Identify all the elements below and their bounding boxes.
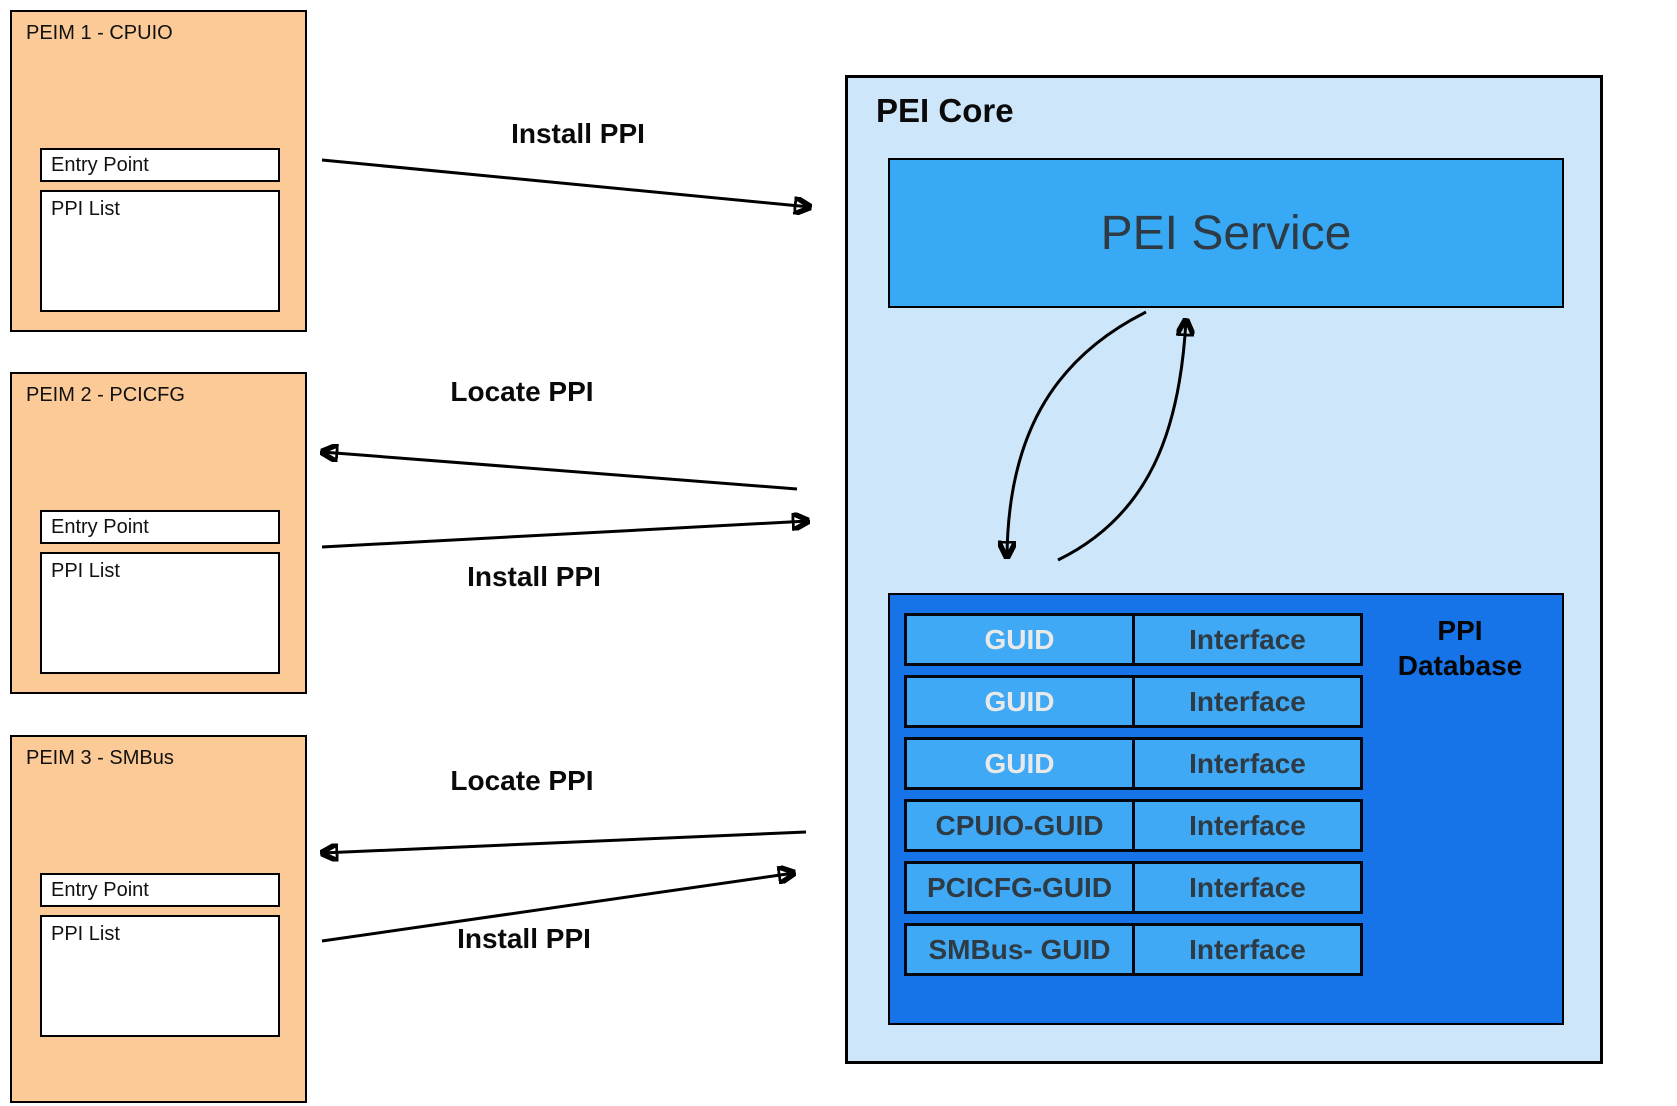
guid-cell: GUID: [904, 675, 1135, 728]
guid-cell: PCICFG-GUID: [904, 861, 1135, 914]
interface-cell: Interface: [1132, 923, 1363, 976]
pei-core-box: PEI Core PEI Service GUID Interface GUID…: [845, 75, 1603, 1064]
peim3-ppi-list: PPI List: [40, 915, 280, 1037]
peim2-locate-ppi-arrow: [322, 452, 798, 491]
peim3-install-ppi-label: Install PPI: [457, 923, 591, 954]
ppi-table-row: PCICFG-GUID Interface: [904, 861, 1366, 914]
peim3-entry-point: Entry Point: [40, 873, 280, 907]
ppi-table-row: GUID Interface: [904, 613, 1366, 666]
ppi-table-row: GUID Interface: [904, 675, 1366, 728]
guid-cell: GUID: [904, 613, 1135, 666]
peim3-locate-ppi-arrow: [322, 830, 807, 853]
interface-cell: Interface: [1132, 675, 1363, 728]
peim1-title: PEIM 1 - CPUIO: [26, 22, 173, 44]
peim3-locate-ppi-label: Locate PPI: [450, 765, 594, 796]
peim2-title: PEIM 2 - PCICFG: [26, 384, 185, 406]
ppi-database-box: GUID Interface GUID Interface GUID Inter…: [888, 593, 1564, 1025]
ppi-table: GUID Interface GUID Interface GUID Inter…: [904, 613, 1366, 976]
pei-service-box: PEI Service: [888, 158, 1564, 308]
peim2-ppi-list: PPI List: [40, 552, 280, 674]
peim2-install-ppi-arrow: [321, 521, 808, 549]
peim1-install-ppi-label: Install PPI: [511, 118, 645, 149]
peim1-install-ppi-arrow: [321, 158, 810, 207]
guid-cell: GUID: [904, 737, 1135, 790]
peim3-title: PEIM 3 - SMBus: [26, 747, 174, 769]
guid-cell: SMBus- GUID: [904, 923, 1135, 976]
peim1-box: PEIM 1 - CPUIO Entry Point PPI List: [10, 10, 307, 332]
peim2-install-ppi-label: Install PPI: [467, 561, 601, 592]
interface-cell: Interface: [1132, 737, 1363, 790]
peim2-entry-point: Entry Point: [40, 510, 280, 544]
ppi-table-row: GUID Interface: [904, 737, 1366, 790]
peim1-ppi-list: PPI List: [40, 190, 280, 312]
ppi-table-row: SMBus- GUID Interface: [904, 923, 1366, 976]
interface-cell: Interface: [1132, 861, 1363, 914]
peim2-locate-ppi-label: Locate PPI: [450, 376, 594, 407]
interface-cell: Interface: [1132, 799, 1363, 852]
pei-core-title: PEI Core: [876, 92, 1014, 129]
guid-cell: CPUIO-GUID: [904, 799, 1135, 852]
interface-cell: Interface: [1132, 613, 1363, 666]
peim3-box: PEIM 3 - SMBus Entry Point PPI List: [10, 735, 307, 1103]
ppi-database-label: PPI Database: [1397, 615, 1523, 681]
peim2-box: PEIM 2 - PCICFG Entry Point PPI List: [10, 372, 307, 694]
peim1-entry-point: Entry Point: [40, 148, 280, 182]
ppi-table-row: CPUIO-GUID Interface: [904, 799, 1366, 852]
